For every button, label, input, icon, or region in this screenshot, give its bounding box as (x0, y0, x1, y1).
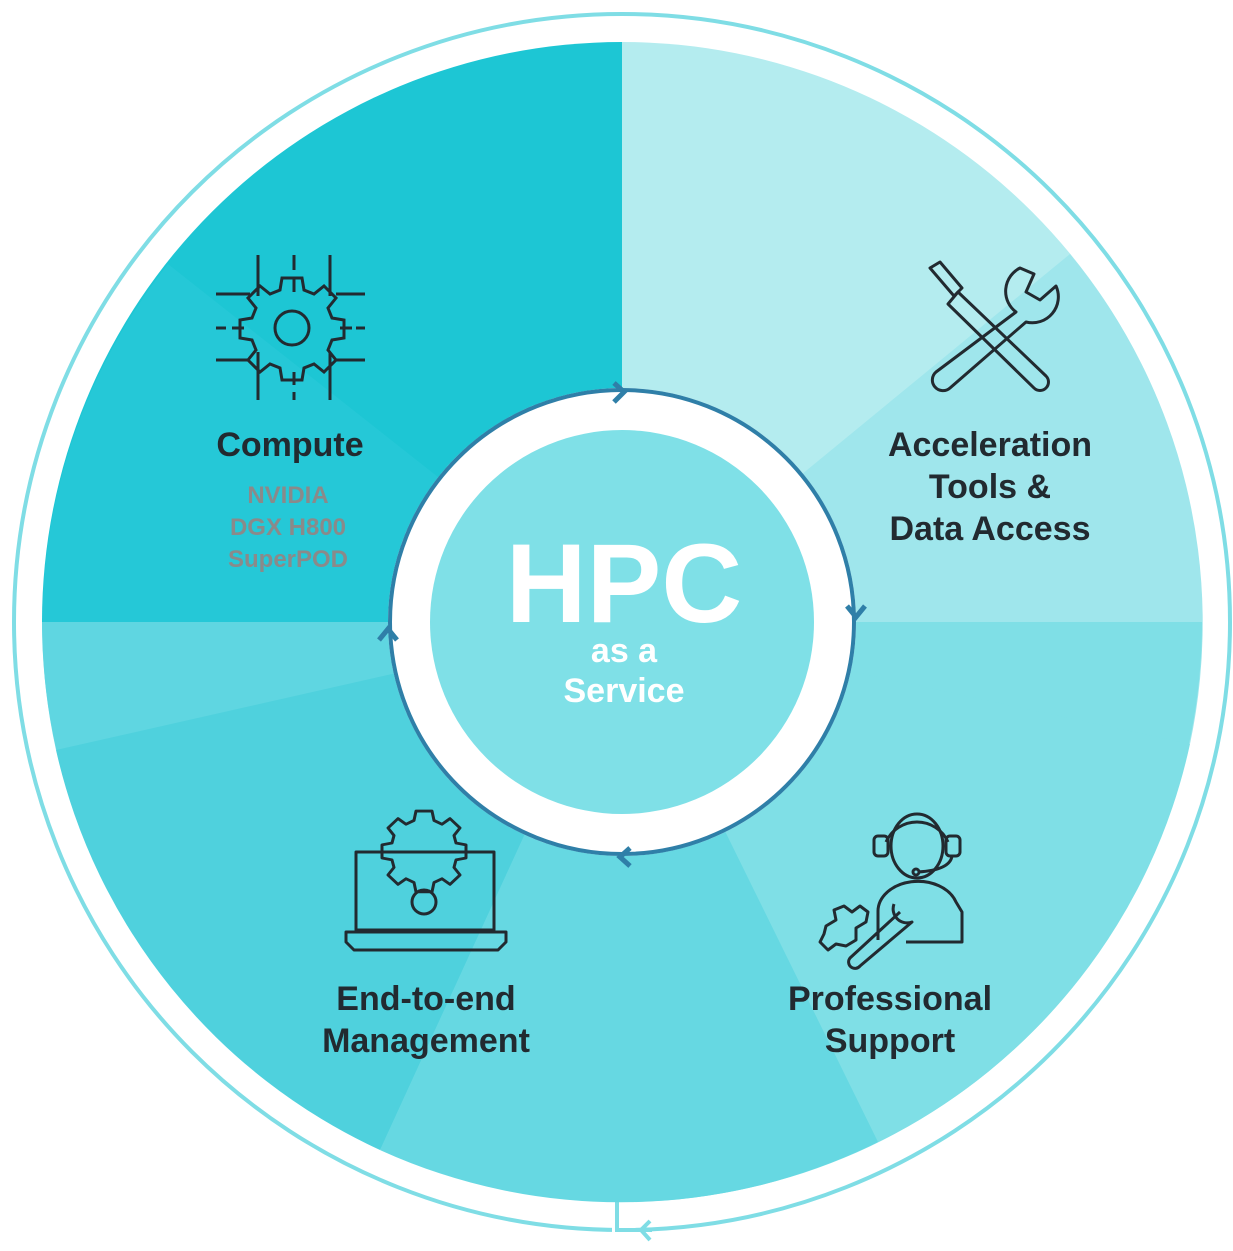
hub-subtitle-line1: as a (591, 632, 658, 670)
acceleration-label-line1: Acceleration (888, 426, 1092, 464)
compute-label: Compute (216, 426, 363, 464)
center-hub: HPC as a Service (377, 381, 867, 868)
ring-arrow-left-icon (377, 625, 399, 642)
hub-title: HPC (506, 521, 742, 646)
hub-core (430, 430, 814, 814)
laptop-gear-icon (344, 809, 508, 952)
compute-sublabel-line1: NVIDIA (247, 482, 328, 509)
support-label-line1: Professional (788, 980, 992, 1018)
support-agent-icon (818, 812, 964, 970)
tools-icon (928, 260, 1060, 393)
support-label-line2: Support (825, 1022, 955, 1060)
compute-sublabel-line2: DGX H800 (230, 514, 346, 541)
ring-arrow-top-icon (612, 381, 628, 404)
management-label-line2: Management (322, 1022, 530, 1060)
cpu-gear-icon (216, 255, 365, 400)
compute-section: Compute NVIDIA DGX H800 SuperPOD (216, 255, 365, 573)
segment-management-bottom (380, 622, 878, 1203)
ring-arrow-right-icon (845, 604, 867, 621)
acceleration-label-line2: Tools & (929, 468, 1051, 506)
acceleration-label-line3: Data Access (890, 510, 1091, 548)
compute-sublabel-line3: SuperPOD (228, 546, 348, 573)
hub-subtitle-line2: Service (564, 672, 685, 710)
outer-ring-arrow-icon (638, 1219, 652, 1242)
management-label-line1: End-to-end (336, 980, 515, 1018)
support-section: Professional Support (788, 812, 992, 1060)
outer-ring (12, 12, 1232, 1242)
ring-arrow-bottom-icon (616, 846, 632, 868)
acceleration-section: Acceleration Tools & Data Access (888, 260, 1092, 548)
management-section: End-to-end Management (322, 809, 530, 1060)
